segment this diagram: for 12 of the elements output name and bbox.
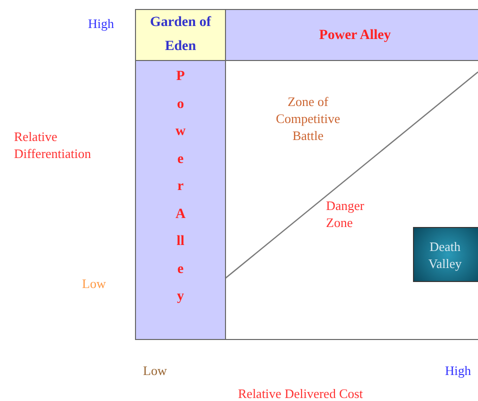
quadrant-band: Power Alley: [225, 9, 478, 61]
axis-label: Zone of Competitive Battle: [274, 93, 342, 144]
axis-label: Low: [143, 362, 167, 380]
axis-label: Relative Differentiation: [14, 128, 92, 162]
axis-label: High: [88, 15, 114, 33]
axis-label: High: [445, 362, 471, 380]
axis-label: Danger Zone: [326, 197, 366, 231]
axis-label: Low: [82, 275, 106, 293]
axis-label: Relative Delivered Cost: [238, 385, 363, 401]
quadrant-column: Power Alley: [135, 60, 226, 340]
quadrant-box: Garden of Eden: [135, 9, 226, 61]
region-box: Death Valley: [413, 227, 478, 282]
